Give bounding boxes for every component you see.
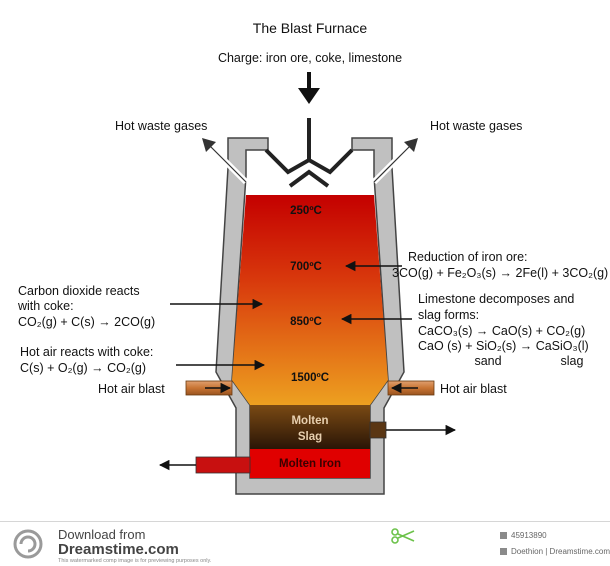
download-from-text: Download from <box>58 527 146 542</box>
brand-name: Dreamstime.com <box>58 541 179 558</box>
id-icon <box>500 532 507 540</box>
diagram-canvas: The Blast Furnace Charge: iron ore, coke… <box>17 20 608 495</box>
limestone-label-line2: slag forms: <box>418 308 479 322</box>
slag-zone-label-line1: Molten <box>291 415 328 427</box>
slag-zone <box>250 405 370 449</box>
co2-label-line1: Carbon dioxide reacts <box>18 284 140 298</box>
reduction-equation: 3CO(g) + Fe₂O₃(s) → 2Fe(l) + 3CO₂(g) <box>392 266 608 280</box>
preview-notice: This watermarked comp image is for previ… <box>58 558 212 564</box>
limestone-equation-1: CaCO₃(s) → CaO(s) + CO₂(g) <box>418 324 585 338</box>
slag-zone-label-line2: Slag <box>298 431 322 443</box>
iron-zone-label: Molten Iron <box>279 458 341 470</box>
author-icon <box>500 548 507 556</box>
charge-label: Charge: iron ore, coke, limestone <box>218 51 402 65</box>
waste-gas-arrow-left <box>202 138 249 185</box>
scissors-icon <box>391 528 415 544</box>
zone-label-700: 700ºC <box>290 261 322 273</box>
waste-gas-label-right: Hot waste gases <box>430 119 522 133</box>
zone-label-850: 850ºC <box>290 316 322 328</box>
slag-label: slag <box>561 354 584 368</box>
slag-tap-pipe <box>369 421 387 439</box>
gas-zone <box>232 195 388 405</box>
image-id: 45913890 <box>500 531 547 540</box>
air-reaction-equation: C(s) + O₂(g) → CO₂(g) <box>20 361 146 375</box>
zone-label-1500: 1500ºC <box>291 372 329 384</box>
image-credit-text: Doethion | Dreamstime.com <box>511 547 610 556</box>
charging-hopper <box>264 118 354 188</box>
image-credit: Doethion | Dreamstime.com <box>500 547 610 556</box>
dreamstime-logo-icon <box>13 529 43 559</box>
zone-label-250: 250ºC <box>290 205 322 217</box>
image-id-text: 45913890 <box>511 531 547 540</box>
co2-equation: CO₂(g) + C(s) → 2CO(g) <box>18 315 155 329</box>
watermark-footer: Download from Dreamstime.com This waterm… <box>0 521 610 566</box>
air-blast-label-right: Hot air blast <box>440 382 507 396</box>
waste-gas-arrow-right <box>371 138 418 185</box>
sand-label: sand <box>474 354 501 368</box>
reduction-label: Reduction of iron ore: <box>408 250 528 264</box>
iron-tap-pipe <box>195 456 251 474</box>
air-reaction-label: Hot air reacts with coke: <box>20 345 153 359</box>
co2-label-line2: with coke: <box>17 299 74 313</box>
air-blast-label-left: Hot air blast <box>98 382 165 396</box>
charge-arrow <box>298 72 320 104</box>
waste-gas-label-left: Hot waste gases <box>115 119 207 133</box>
limestone-label-line1: Limestone decomposes and <box>418 292 574 306</box>
iron-zone <box>250 449 370 478</box>
limestone-equation-2: CaO (s) + SiO₂(s) → CaSiO₃(l) <box>418 339 589 353</box>
diagram-title: The Blast Furnace <box>253 20 368 36</box>
